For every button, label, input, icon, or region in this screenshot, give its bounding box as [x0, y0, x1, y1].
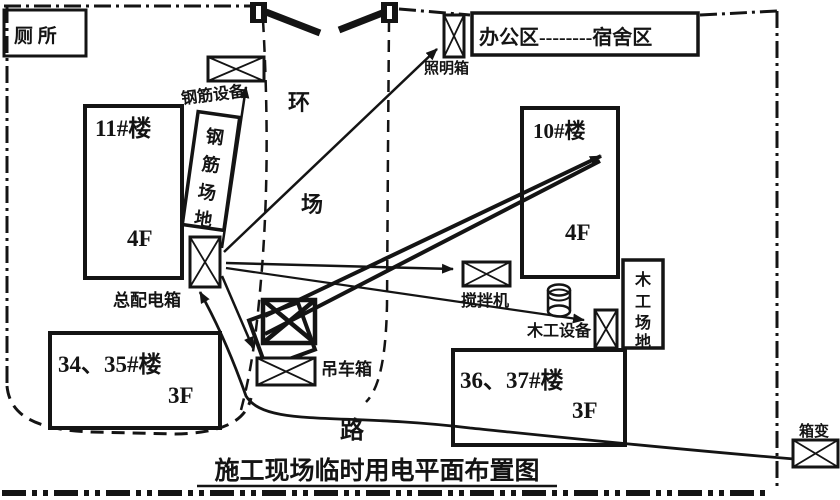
rebar-yard-char-1: 钢: [204, 125, 225, 148]
feeder-to-crane-box: [220, 275, 255, 349]
mixer-box-icon: [461, 260, 512, 288]
gate-icon: [250, 2, 398, 37]
toilet-label: 厕 所: [14, 25, 57, 47]
wood-yard-box: [621, 258, 665, 350]
wood-yard-char-3: 场: [635, 314, 651, 332]
ring-char-label: 环: [288, 90, 310, 115]
office-dorm-label: 办公区--------宿舍区: [479, 25, 652, 49]
rebar-yard-char-3: 场: [197, 181, 218, 203]
feeder-to-building-10-a: [264, 154, 602, 318]
crane-box-icon: [255, 356, 317, 387]
wood-yard-char-2: 工: [635, 294, 651, 311]
wood-yard-label: 木 工 场 地: [634, 270, 652, 351]
main-distribution-box-icon: [188, 235, 222, 289]
building-34-35-box: [48, 331, 222, 430]
wood-equipment-box-icon: [593, 308, 619, 350]
transformer-box-icon: [791, 438, 840, 469]
wood-yard-char-1: 木: [634, 270, 652, 289]
road-edge-left: [239, 19, 268, 411]
building-36-37-label: 36、37#楼: [460, 368, 564, 393]
building-34-35-label: 34、35#楼: [58, 352, 162, 377]
feeder-to-lighting-box: [223, 48, 438, 253]
main-distribution-box-label: 总配电箱: [113, 290, 181, 310]
building-11-floor: 4F: [127, 226, 153, 251]
lighting-box-icon: [442, 13, 466, 59]
boundary-top-middle: [398, 7, 471, 17]
road-edge-right: [365, 19, 391, 403]
building-10-floor: 4F: [565, 220, 591, 245]
diagram-title: 施工现场临时用电平面布置图: [214, 456, 539, 485]
tower-crane-cross: [261, 298, 317, 345]
crane-box-label: 吊车箱: [321, 359, 372, 379]
feeder-to-wood-equipment: [225, 266, 585, 324]
building-34-35-floor: 3F: [168, 383, 194, 408]
gate-post-right-slot: [387, 6, 392, 19]
building-11-label: 11#楼: [95, 116, 151, 141]
feeder-to-building-10-b: [264, 159, 601, 336]
rebar-yard-label: 钢 筋 场 地: [193, 125, 225, 230]
building-36-37-floor: 3F: [572, 398, 598, 423]
rebar-equipment-box-icon: [206, 55, 266, 83]
building-10-label: 10#楼: [533, 119, 586, 143]
field-char-label: 场: [301, 192, 323, 217]
feeder-to-mixer: [225, 261, 454, 274]
feeder-transformer-to-main: [198, 291, 795, 461]
lighting-box-label: 照明箱: [424, 59, 469, 77]
mixer-label: 搅拌机: [461, 291, 509, 310]
feeder-to-rebar-equipment: [220, 86, 250, 249]
gate-post-left-slot: [256, 6, 261, 19]
rebar-yard-char-2: 筋: [201, 153, 222, 176]
boundary-top-right: [699, 9, 778, 17]
office-dorm-box: [470, 11, 700, 57]
building-36-37-box: [451, 348, 627, 447]
building-11-box: [83, 104, 184, 280]
road-char-label: 路: [340, 416, 365, 444]
boundary-bottom-curve: [5, 385, 253, 436]
gate-door-right: [337, 8, 387, 34]
rebar-yard-char-4: 地: [193, 207, 214, 230]
tower-crane-square: [260, 297, 318, 346]
woodworking-drum-icon: [546, 283, 572, 318]
toilet-box: [2, 8, 88, 58]
gate-door-left: [264, 8, 322, 37]
wood-equipment-label: 木工设备: [526, 321, 592, 340]
transformer-label: 箱变: [799, 422, 829, 440]
wood-yard-char-4: 地: [635, 332, 651, 351]
